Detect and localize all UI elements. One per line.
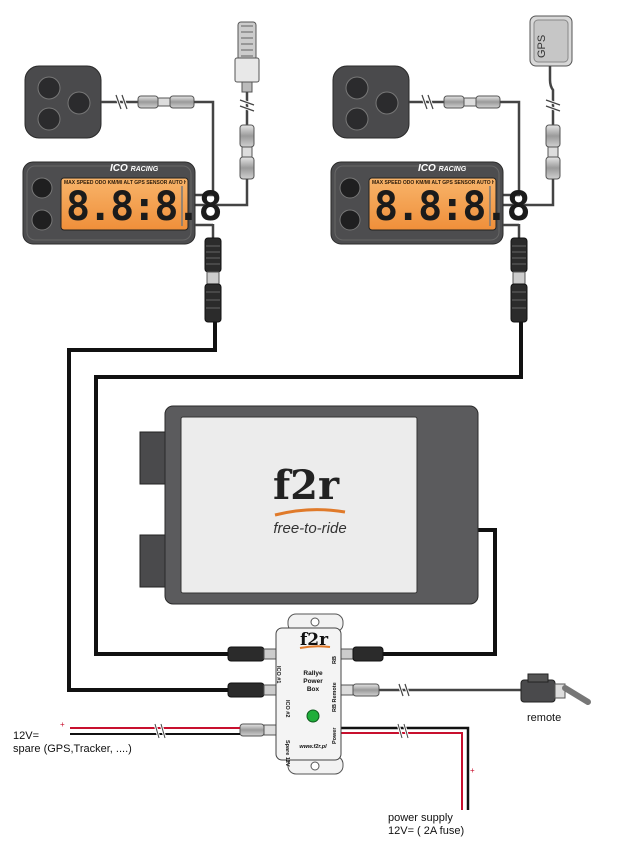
power-supply-line1: power supply bbox=[388, 812, 453, 824]
meter-2-digits: 8.8:8.8 bbox=[374, 184, 531, 230]
controller-logo: f2r bbox=[272, 462, 340, 509]
meter-cable-1 bbox=[195, 223, 222, 323]
power-box-title-1: Rallye bbox=[303, 670, 323, 677]
box-connectors-right bbox=[340, 646, 521, 697]
meter-cable-2 bbox=[503, 223, 528, 323]
meter-2-indicators: MAX SPEED ODO KM/MI ALT GPS SENSOR AUTO … bbox=[372, 180, 494, 186]
port-label-power: Power bbox=[332, 727, 338, 744]
power-supply-line2: 12V= ( 2A fuse) bbox=[388, 825, 465, 837]
port-label-rb: RB bbox=[332, 656, 338, 664]
meter-2-brand-sub: RACING bbox=[438, 166, 467, 173]
meter-1-brand-text: ICO bbox=[110, 163, 128, 174]
spare-plus: + bbox=[60, 720, 65, 729]
meter-2 bbox=[330, 161, 504, 245]
port-label-spare: Spare 12V bbox=[284, 740, 290, 767]
keypad-cable-2 bbox=[409, 94, 521, 197]
main-cables bbox=[67, 322, 523, 692]
meter-1-digits: 8.8:8.8 bbox=[66, 184, 223, 230]
power-box-title: Rallye Power Box bbox=[292, 670, 334, 694]
meter-2-brand-text: ICO bbox=[418, 163, 436, 174]
power-wires bbox=[341, 723, 470, 810]
power-led bbox=[306, 709, 320, 723]
gps-antenna bbox=[501, 15, 573, 207]
gps-label: GPS bbox=[536, 34, 548, 58]
remote-keypad-1 bbox=[24, 65, 102, 139]
box-connectors-left bbox=[227, 646, 277, 737]
power-plus: + bbox=[470, 766, 475, 775]
power-box-logo: f2r bbox=[299, 630, 329, 650]
power-box-title-3: Box bbox=[306, 686, 320, 693]
meter-1-indicators: MAX SPEED ODO KM/MI ALT GPS SENSOR AUTO … bbox=[64, 180, 186, 186]
spare-label: 12V= spare (GPS,Tracker, ....) bbox=[13, 730, 132, 756]
remote-keypad-2 bbox=[332, 65, 410, 139]
remote-switch bbox=[520, 673, 591, 705]
meter-1-brand-sub: RACING bbox=[130, 166, 159, 173]
remote-label: remote bbox=[527, 712, 562, 724]
rallye-power-box bbox=[275, 613, 344, 775]
meter-1 bbox=[22, 161, 196, 245]
port-label-ico2: ICO #2 bbox=[284, 700, 290, 718]
port-label-ico1: ICO #1 bbox=[275, 666, 281, 684]
spare-wires bbox=[70, 723, 240, 739]
power-box-url: www.f2r.pl bbox=[299, 744, 327, 750]
port-label-rb-remote: RB Remote bbox=[332, 682, 338, 712]
spare-label-line1: 12V= bbox=[13, 730, 39, 742]
spare-label-line2: spare (GPS,Tracker, ....) bbox=[13, 743, 132, 755]
power-box-title-2: Power bbox=[303, 678, 323, 685]
power-supply-label: power supply 12V= ( 2A fuse) bbox=[388, 812, 464, 838]
controller-unit bbox=[139, 405, 479, 605]
keypad-cable-1 bbox=[101, 94, 215, 197]
meter-2-brand: ICO RACING bbox=[418, 163, 466, 174]
sensor-1 bbox=[195, 21, 260, 207]
meter-1-brand: ICO RACING bbox=[110, 163, 158, 174]
controller-tagline: free-to-ride bbox=[273, 520, 347, 537]
